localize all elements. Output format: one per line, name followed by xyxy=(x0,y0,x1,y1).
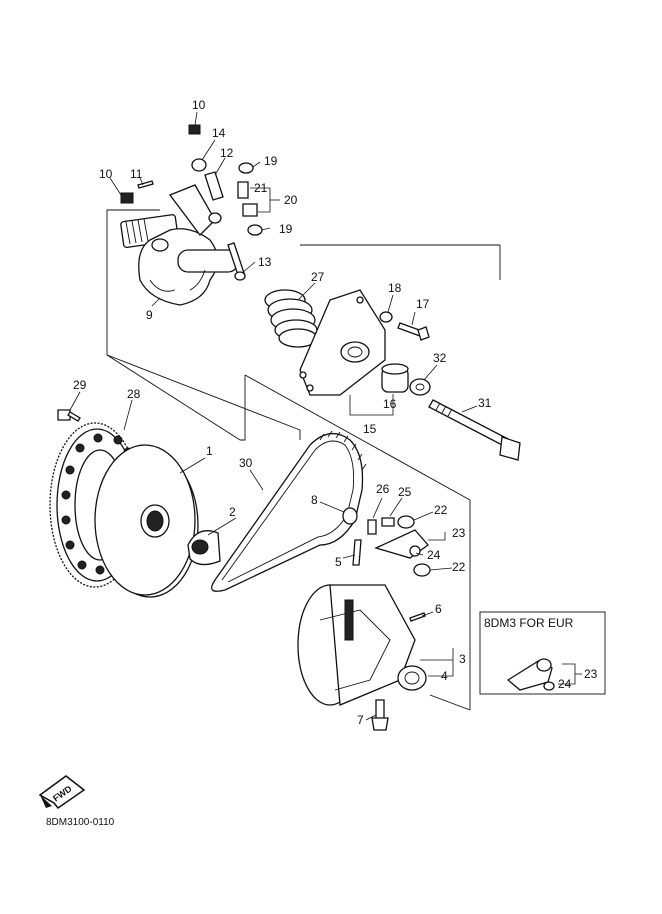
label-part-5: 5 xyxy=(335,555,342,569)
label-part-18: 18 xyxy=(388,281,402,295)
diagram-code: 8DM3100-0110 xyxy=(46,817,115,828)
label-inset-part-23: 23 xyxy=(584,667,598,681)
label-part-25: 25 xyxy=(398,485,412,499)
inset-title: 8DM3 FOR EUR xyxy=(484,616,574,630)
small-parts-upper xyxy=(120,124,263,281)
label-inset-part-24: 24 xyxy=(558,677,572,691)
label-part-7: 7 xyxy=(357,713,364,727)
label-part-14: 14 xyxy=(212,126,226,140)
label-part-19-bottom: 19 xyxy=(279,222,293,236)
label-part-19-top: 19 xyxy=(264,154,278,168)
label-part-12: 12 xyxy=(220,146,234,160)
label-part-8: 8 xyxy=(311,493,318,507)
inset-eur-variant: 8DM3 FOR EUR xyxy=(479,611,606,695)
assembly-outline xyxy=(106,209,501,711)
arm-parts-22-26 xyxy=(367,515,431,577)
label-part-16: 16 xyxy=(383,397,397,411)
fwd-arrow-icon: FWD xyxy=(38,775,86,810)
label-part-22-top: 22 xyxy=(434,503,448,517)
sheave-part-1 xyxy=(94,444,199,598)
label-part-1: 1 xyxy=(206,444,213,458)
sheave-assembly-part-3 xyxy=(297,584,427,706)
pins-and-bolts-lower xyxy=(342,507,426,731)
label-part-31: 31 xyxy=(478,396,492,410)
weight-part-2 xyxy=(187,530,221,566)
label-part-26: 26 xyxy=(376,482,390,496)
cap-part-15 xyxy=(299,289,386,396)
belt-part-30 xyxy=(211,430,367,592)
label-part-29: 29 xyxy=(73,378,87,392)
leader-lines xyxy=(69,111,478,721)
label-part-32: 32 xyxy=(433,351,447,365)
label-part-24: 24 xyxy=(427,548,441,562)
bushing-and-bolts xyxy=(379,311,431,396)
label-part-10-left: 10 xyxy=(99,167,113,181)
label-part-17: 17 xyxy=(416,297,430,311)
bolt-part-29 xyxy=(57,409,81,422)
label-part-6: 6 xyxy=(435,602,442,616)
label-part-22-bottom: 22 xyxy=(452,560,466,574)
label-part-21: 21 xyxy=(254,181,268,195)
label-part-10-top: 10 xyxy=(192,98,206,112)
sheave-shaft-part-9 xyxy=(120,184,239,306)
label-part-2: 2 xyxy=(229,505,236,519)
label-part-3: 3 xyxy=(459,652,466,666)
label-part-11: 11 xyxy=(130,167,143,181)
label-part-20: 20 xyxy=(284,193,298,207)
part-labels: 10 14 12 19 10 11 21 20 19 13 27 18 17 9… xyxy=(73,98,598,727)
label-part-4: 4 xyxy=(441,669,448,683)
label-part-9: 9 xyxy=(146,308,153,322)
label-part-28: 28 xyxy=(127,387,141,401)
label-part-13: 13 xyxy=(258,255,272,269)
spring-part-27 xyxy=(264,289,318,348)
label-part-15: 15 xyxy=(363,422,377,436)
label-part-23: 23 xyxy=(452,526,466,540)
label-part-27: 27 xyxy=(311,270,325,284)
long-bolt-part-31 xyxy=(428,399,521,461)
label-part-30: 30 xyxy=(239,456,253,470)
